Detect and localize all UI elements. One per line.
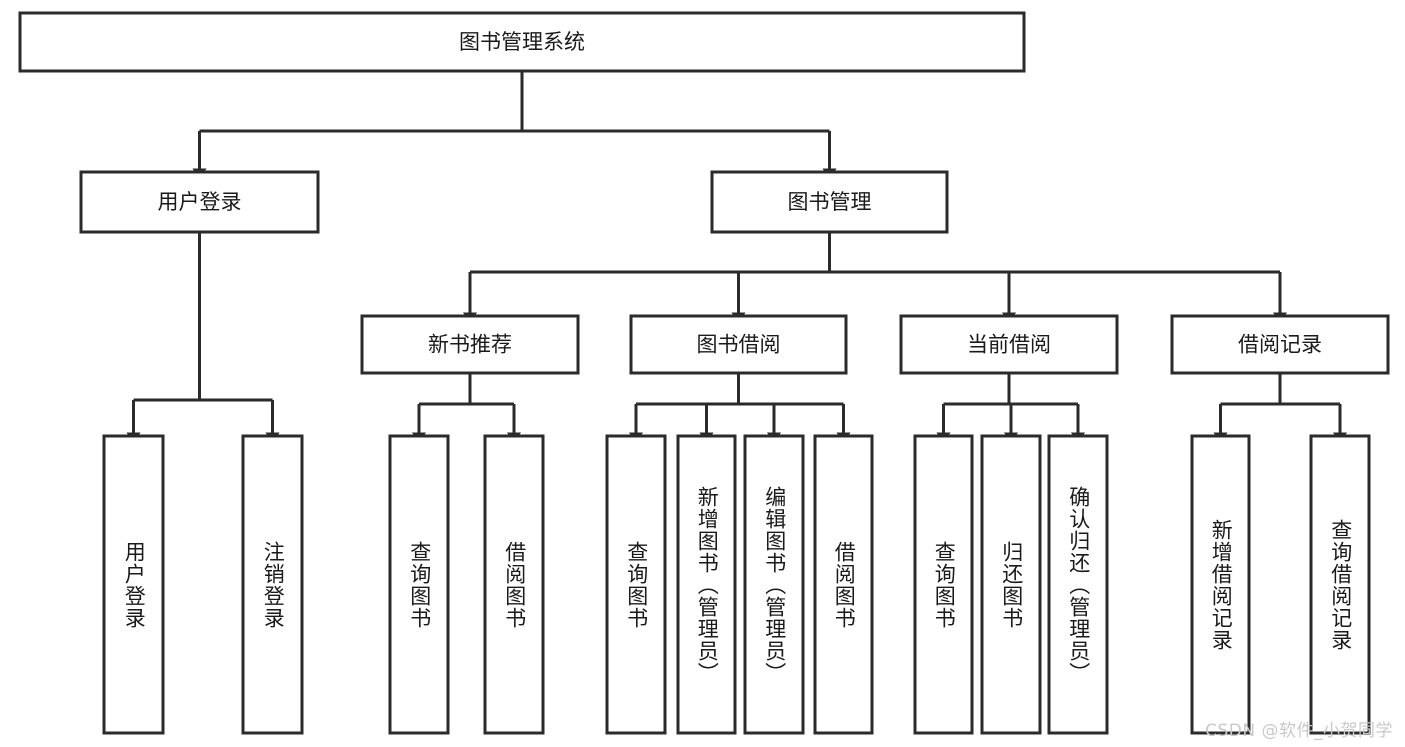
node-box-leaf-query-book-borrow[interactable] [605, 434, 667, 735]
node-label-user-login: 用户登录 [158, 190, 242, 214]
node-box-leaf-query-book-recommend[interactable] [388, 434, 450, 735]
node-box-user-login[interactable] [79, 170, 320, 234]
watermark-text: CSDN @软件_小贺同学 [1205, 721, 1393, 741]
node-box-new-book-recommend[interactable] [360, 314, 580, 375]
node-label-new-book-recommend: 新书推荐 [428, 333, 512, 357]
node-box-book-manage[interactable] [710, 170, 949, 234]
node-label-current-borrow: 当前借阅 [967, 333, 1051, 357]
node-label-book-manage: 图书管理 [788, 190, 872, 214]
node-label-root: 图书管理系统 [459, 30, 585, 54]
node-box-leaf-user-login[interactable] [102, 434, 165, 735]
node-box-leaf-logout[interactable] [241, 434, 304, 735]
node-box-leaf-query-book-current[interactable] [913, 434, 974, 735]
connectors-layer [126, 71, 1347, 444]
node-box-leaf-add-borrow-record[interactable] [1190, 434, 1251, 735]
node-box-leaf-edit-book-admin[interactable] [743, 434, 805, 735]
node-box-leaf-borrow-book[interactable] [813, 434, 874, 735]
node-box-leaf-query-borrow-record[interactable] [1309, 434, 1371, 735]
node-box-leaf-add-book-admin[interactable] [676, 434, 737, 735]
node-box-current-borrow[interactable] [899, 314, 1119, 375]
node-box-leaf-borrow-book-recommend[interactable] [483, 434, 545, 735]
node-box-leaf-confirm-return-admin[interactable] [1047, 434, 1109, 735]
node-box-borrow-record[interactable] [1170, 314, 1390, 375]
node-label-book-borrow: 图书借阅 [697, 333, 781, 357]
node-box-leaf-return-book[interactable] [980, 434, 1042, 735]
node-box-root[interactable] [18, 11, 1026, 73]
node-box-book-borrow[interactable] [629, 314, 848, 375]
node-label-borrow-record: 借阅记录 [1238, 333, 1322, 357]
